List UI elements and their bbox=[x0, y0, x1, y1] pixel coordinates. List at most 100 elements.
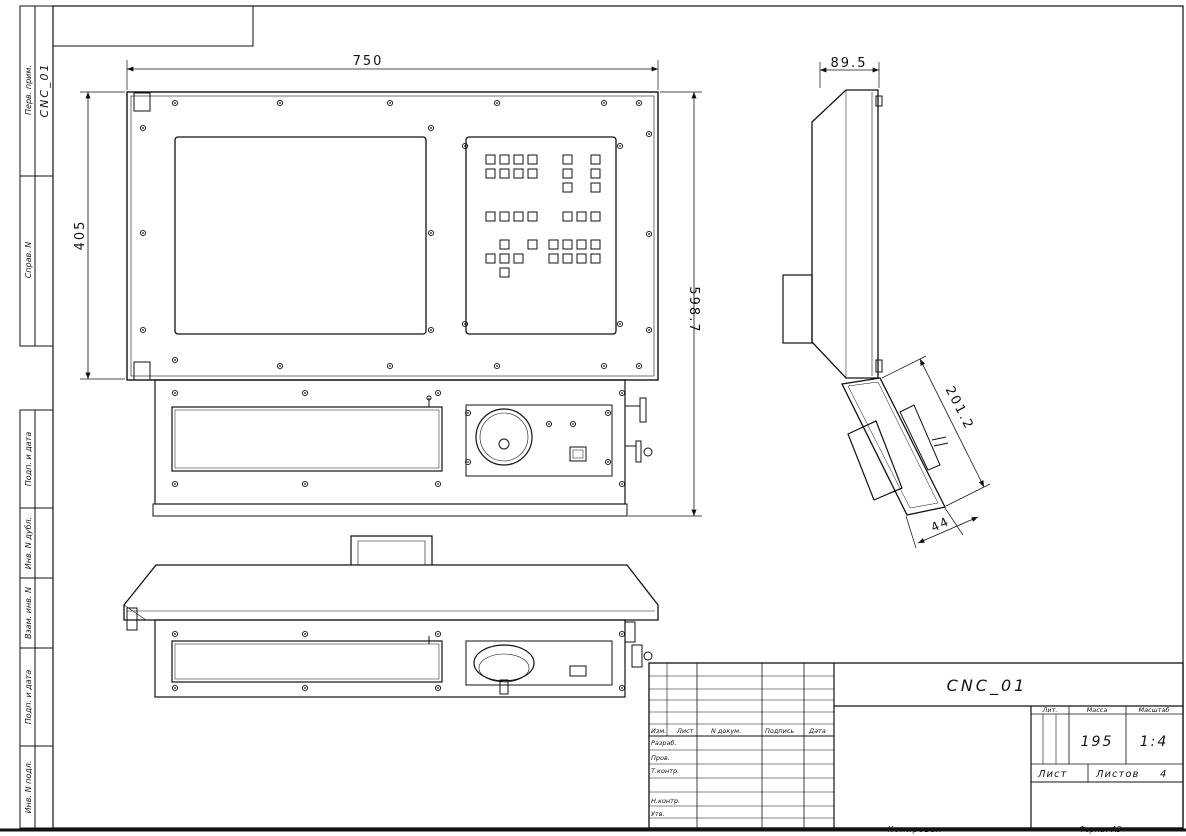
keypad-key bbox=[485, 154, 496, 165]
screw bbox=[171, 480, 179, 488]
keypad-key bbox=[576, 239, 587, 250]
screw bbox=[434, 389, 442, 397]
keypad-key bbox=[499, 154, 510, 165]
screw bbox=[139, 229, 147, 237]
tb-role-nkontr: Н.контр. bbox=[651, 797, 680, 805]
screw bbox=[301, 480, 309, 488]
dim-total-height: 598.7 bbox=[628, 91, 702, 517]
top-lower-window bbox=[171, 640, 443, 683]
screw bbox=[427, 326, 435, 334]
keypad-key bbox=[576, 211, 587, 222]
screw bbox=[616, 320, 624, 328]
top-lower-housing bbox=[154, 619, 626, 698]
screw-center bbox=[467, 412, 469, 414]
screw-center bbox=[619, 323, 621, 325]
keypad-key bbox=[590, 211, 601, 222]
dim-total-height-label: 598.7 bbox=[686, 286, 701, 333]
keypad-key bbox=[590, 253, 601, 264]
keypad-key bbox=[562, 239, 573, 250]
screw bbox=[276, 362, 284, 370]
screw-center bbox=[174, 392, 176, 394]
screw bbox=[618, 630, 626, 638]
screw-center bbox=[467, 461, 469, 463]
side-bracket bbox=[782, 274, 813, 344]
screw-center bbox=[638, 365, 640, 367]
screw bbox=[493, 362, 501, 370]
tb-role-razrab: Разраб. bbox=[651, 739, 677, 747]
keypad-key bbox=[590, 154, 601, 165]
keypad-key bbox=[548, 253, 559, 264]
keypad-key bbox=[513, 168, 524, 179]
screw-center bbox=[142, 329, 144, 331]
keypad-key bbox=[548, 239, 559, 250]
front-lower-housing bbox=[154, 379, 626, 505]
screw bbox=[276, 99, 284, 107]
side-housing-outline bbox=[811, 89, 879, 379]
bottom-copied: Копировал bbox=[888, 825, 943, 834]
handwheel-plate bbox=[465, 404, 613, 477]
screw bbox=[139, 124, 147, 132]
screw bbox=[386, 362, 394, 370]
title-block: CNC_01 Изм. Лист N докум. Подпись Дата Р… bbox=[648, 662, 1184, 829]
dim-width-label: 750 bbox=[353, 54, 384, 69]
screw-center bbox=[174, 102, 176, 104]
side-knob bbox=[625, 397, 647, 423]
strip-label-podp-data-2: Подп. и дата bbox=[24, 670, 33, 725]
front-panel-outline bbox=[126, 91, 659, 381]
keypad-key bbox=[499, 253, 510, 264]
screw bbox=[645, 230, 653, 238]
screw bbox=[464, 458, 472, 466]
keypad-key bbox=[590, 182, 601, 193]
screw-center bbox=[621, 633, 623, 635]
screw bbox=[545, 420, 553, 428]
screw-center bbox=[621, 392, 623, 394]
screw-center bbox=[304, 633, 306, 635]
front-lower-window bbox=[171, 406, 443, 472]
screw bbox=[427, 229, 435, 237]
tb-designation: CNC_01 bbox=[947, 676, 1028, 696]
side-view bbox=[782, 89, 949, 516]
tb-mass-label: Масса bbox=[1087, 706, 1108, 714]
keypad-key bbox=[499, 239, 510, 250]
keypad-key bbox=[499, 211, 510, 222]
keypad-key bbox=[513, 211, 524, 222]
screw-center bbox=[304, 392, 306, 394]
top-handwheel bbox=[473, 644, 535, 682]
screw-center bbox=[621, 687, 623, 689]
keypad-key bbox=[513, 154, 524, 165]
screw-center bbox=[174, 687, 176, 689]
screw bbox=[616, 142, 624, 150]
tb-sheets-value: 4 bbox=[1160, 769, 1166, 780]
side-connector bbox=[625, 440, 642, 463]
tb-role-tkontr: Т.контр. bbox=[651, 767, 679, 775]
strip-label-inv-podl: Инв. N подл. bbox=[24, 761, 33, 814]
screw-center bbox=[430, 127, 432, 129]
tb-sheets-label: Листов bbox=[1095, 769, 1139, 780]
screw-center bbox=[389, 102, 391, 104]
screw bbox=[461, 320, 469, 328]
screw-center bbox=[496, 102, 498, 104]
front-screen bbox=[174, 136, 427, 335]
dim-depth: 89.5 bbox=[819, 56, 880, 88]
screw bbox=[171, 630, 179, 638]
screw-center bbox=[607, 461, 609, 463]
keypad-key bbox=[562, 154, 573, 165]
tb-col-list: Лист bbox=[676, 727, 694, 735]
screw bbox=[569, 420, 577, 428]
tb-sheet-label: Лист bbox=[1037, 769, 1068, 780]
keypad-key bbox=[562, 253, 573, 264]
strip-label-podp-data-1: Подп. и дата bbox=[24, 432, 33, 487]
tb-role-utv: Утв. bbox=[651, 810, 665, 818]
screw bbox=[635, 99, 643, 107]
screw-center bbox=[648, 133, 650, 135]
screw bbox=[434, 480, 442, 488]
tb-scale-value: 1:4 bbox=[1140, 734, 1169, 750]
screw-center bbox=[619, 145, 621, 147]
sheet-frame bbox=[52, 5, 1184, 829]
handwheel bbox=[475, 408, 533, 466]
keypad-key bbox=[576, 253, 587, 264]
keypad-key bbox=[499, 168, 510, 179]
tb-role-prov: Пров. bbox=[651, 754, 670, 762]
screw bbox=[301, 630, 309, 638]
screw-center bbox=[607, 412, 609, 414]
